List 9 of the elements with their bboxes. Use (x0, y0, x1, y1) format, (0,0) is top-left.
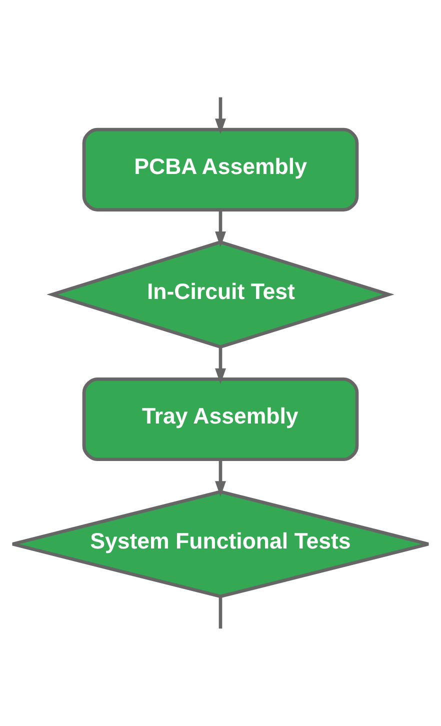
node-box: PCBA Assembly (82, 128, 359, 212)
node-box: Tray Assembly (82, 377, 359, 462)
arrow (215, 210, 226, 248)
arrow (215, 346, 226, 384)
connector (218, 596, 222, 629)
node-diamond: System Functional Tests (10, 490, 430, 598)
node-diamond: In-Circuit Test (46, 240, 394, 349)
arrow (215, 97, 226, 134)
arrow (215, 460, 226, 497)
